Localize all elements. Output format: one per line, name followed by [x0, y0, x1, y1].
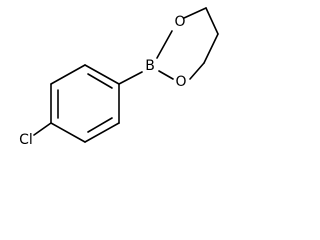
ring-double-bond-b — [87, 117, 113, 133]
benzene-ring — [50, 64, 120, 143]
chlorine-label: Cl — [19, 132, 33, 148]
ch2-ch2-upper-bond — [205, 7, 219, 35]
ch2-o-lower-bond — [189, 62, 205, 80]
o-upper-ch2-bond — [183, 7, 207, 19]
c-b-bond — [118, 71, 143, 85]
ring-bond-3 — [84, 122, 120, 143]
ring-bond-4 — [50, 122, 86, 143]
structure-svg: Cl B O O — [19, 7, 219, 148]
ring-double-bond-a — [87, 73, 113, 89]
o-lower-b-bond — [158, 70, 174, 80]
boron-label: B — [145, 58, 155, 74]
b-o-upper-bond — [156, 30, 173, 59]
ch2-ch2-lower-bond — [203, 33, 219, 64]
oxygen-lower-label: O — [175, 74, 186, 90]
oxygen-upper-label: O — [174, 14, 185, 30]
ring-bond-6 — [50, 64, 86, 85]
c-cl-bond — [33, 122, 52, 136]
molecule-diagram: Cl B O O — [0, 0, 226, 153]
dioxaborinane-ring — [156, 7, 219, 80]
ring-bond-1 — [84, 64, 120, 85]
